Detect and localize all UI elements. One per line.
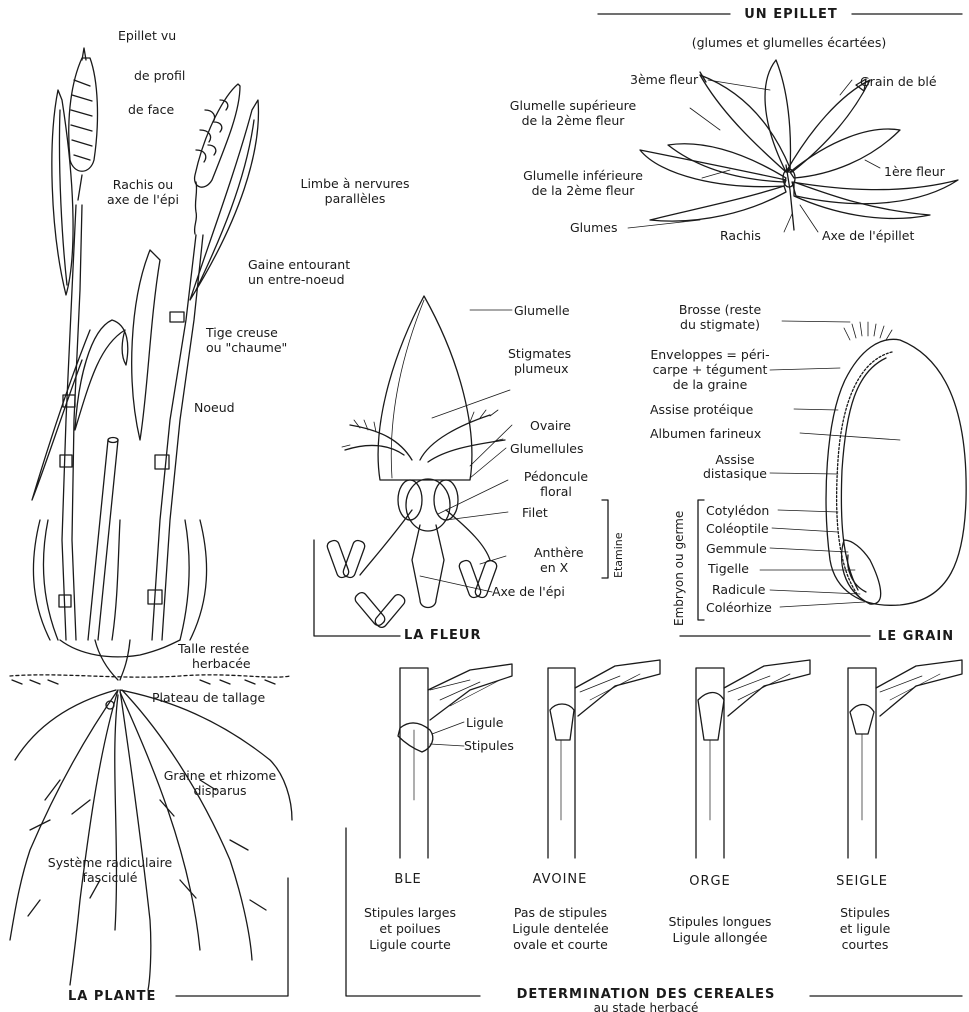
label-rachis-1: Rachis ou <box>88 177 198 192</box>
label-coleoptile: Coléoptile <box>706 521 769 536</box>
label-noeud: Noeud <box>194 400 235 415</box>
label-glumelle-sup-2: de la 2ème fleur <box>468 113 678 128</box>
cereal-desc-line: Stipules larges <box>340 905 480 921</box>
label-radicule: Radicule <box>712 582 765 597</box>
label-talle-1: Talle restée <box>178 641 249 656</box>
determination-subtitle: au stade herbacé <box>486 1001 806 1012</box>
cereal-desc-line: Stipules <box>820 905 910 921</box>
label-limbe-1: Limbe à nervures <box>290 176 420 191</box>
epillet-title: UN EPILLET <box>730 7 852 22</box>
label-axe-epi: Axe de l'épi <box>492 584 565 599</box>
label-graine-1: Graine et rhizome <box>140 768 300 783</box>
label-tige-2: ou "chaume" <box>206 340 287 355</box>
cereal-desc-avoine: Pas de stipules Ligule dentelée ovale et… <box>488 905 633 953</box>
label-pedoncule-2: floral <box>506 484 606 499</box>
determination-title: DETERMINATION DES CEREALES <box>486 987 806 1002</box>
plante-title: LA PLANTE <box>68 989 156 1004</box>
label-de-face: de face <box>128 102 174 117</box>
fleur-title: LA FLEUR <box>404 628 481 643</box>
label-ovaire: Ovaire <box>530 418 571 433</box>
label-assise-distasique-2: distasique <box>690 466 780 481</box>
cereal-desc-line: Pas de stipules <box>488 905 633 921</box>
label-albumen: Albumen farineux <box>650 426 761 441</box>
label-glumelle-inf-1: Glumelle inférieure <box>478 168 688 183</box>
label-premiere-fleur: 1ère fleur <box>884 164 945 179</box>
label-grain-ble: Grain de blé <box>860 74 937 89</box>
label-brosse-2: du stigmate) <box>652 317 788 332</box>
label-tige-1: Tige creuse <box>206 325 278 340</box>
label-stigmates-1: Stigmates <box>508 346 571 361</box>
cereal-desc-line: Ligule courte <box>340 937 480 953</box>
label-enveloppes-3: de la graine <box>640 377 780 392</box>
cereal-name-orge: ORGE <box>660 874 760 889</box>
label-rachis-2: axe de l'épi <box>88 192 198 207</box>
label-glumes: Glumes <box>570 220 617 235</box>
label-assise-distasique-1: Assise <box>690 452 780 467</box>
label-stipules: Stipules <box>464 738 514 753</box>
label-systeme-2: fasciculé <box>30 870 190 885</box>
label-troisieme-fleur: 3ème fleur <box>630 72 698 87</box>
label-epillet-vu: Epillet vu <box>118 28 176 43</box>
label-filet: Filet <box>522 505 548 520</box>
label-brosse-1: Brosse (reste <box>652 302 788 317</box>
label-axe-epillet: Axe de l'épillet <box>822 228 914 243</box>
label-cotyledon: Cotylédon <box>706 503 769 518</box>
cereal-name-seigle: SEIGLE <box>812 874 912 889</box>
grain-title: LE GRAIN <box>878 629 954 644</box>
label-enveloppes-1: Enveloppes = péri- <box>640 347 780 362</box>
label-gemmule: Gemmule <box>706 541 767 556</box>
cereal-desc-seigle: Stipules et ligule courtes <box>820 905 910 953</box>
epillet-subtitle: (glumes et glumelles écartées) <box>654 35 924 50</box>
label-plateau: Plateau de tallage <box>152 690 265 705</box>
label-systeme-1: Système radiculaire <box>30 855 190 870</box>
label-ligule: Ligule <box>466 715 503 730</box>
cereal-name-avoine: AVOINE <box>500 872 620 887</box>
label-gaine-1: Gaine entourant <box>248 257 350 272</box>
label-stigmates-2: plumeux <box>514 361 569 376</box>
cereal-desc-line: et ligule <box>820 921 910 937</box>
label-talle-2: herbacée <box>192 656 251 671</box>
label-coleorhize: Coléorhize <box>706 600 772 615</box>
label-gaine-2: un entre-noeud <box>248 272 345 287</box>
label-anthere-2: en X <box>540 560 568 575</box>
cereal-desc-orge: Stipules longues Ligule allongée <box>650 914 790 946</box>
label-limbe-2: parallèles <box>290 191 420 206</box>
label-glumelle-inf-2: de la 2ème fleur <box>478 183 688 198</box>
label-rachis-epillet: Rachis <box>720 228 761 243</box>
cereal-desc-ble: Stipules larges et poilues Ligule courte <box>340 905 480 953</box>
cereal-desc-line: Stipules longues <box>650 914 790 930</box>
cereal-desc-line: courtes <box>820 937 910 953</box>
cereal-desc-line: ovale et courte <box>488 937 633 953</box>
label-glumelle: Glumelle <box>514 303 570 318</box>
label-assise-proteique: Assise protéique <box>650 402 753 417</box>
label-etamine: Etamine <box>612 532 625 578</box>
label-graine-2: disparus <box>140 783 300 798</box>
cereal-desc-line: Ligule allongée <box>650 930 790 946</box>
label-glumellules: Glumellules <box>510 441 584 456</box>
label-embryon: Embryon ou germe <box>672 511 686 626</box>
label-anthere-1: Anthère <box>534 545 584 560</box>
label-de-profil: de profil <box>134 68 185 83</box>
cereal-name-ble: BLE <box>358 872 458 887</box>
cereal-desc-line: et poilues <box>340 921 480 937</box>
cereal-desc-line: Ligule dentelée <box>488 921 633 937</box>
label-glumelle-sup-1: Glumelle supérieure <box>468 98 678 113</box>
label-tigelle: Tigelle <box>708 561 749 576</box>
label-pedoncule-1: Pédoncule <box>506 469 606 484</box>
label-enveloppes-2: carpe + tégument <box>640 362 780 377</box>
